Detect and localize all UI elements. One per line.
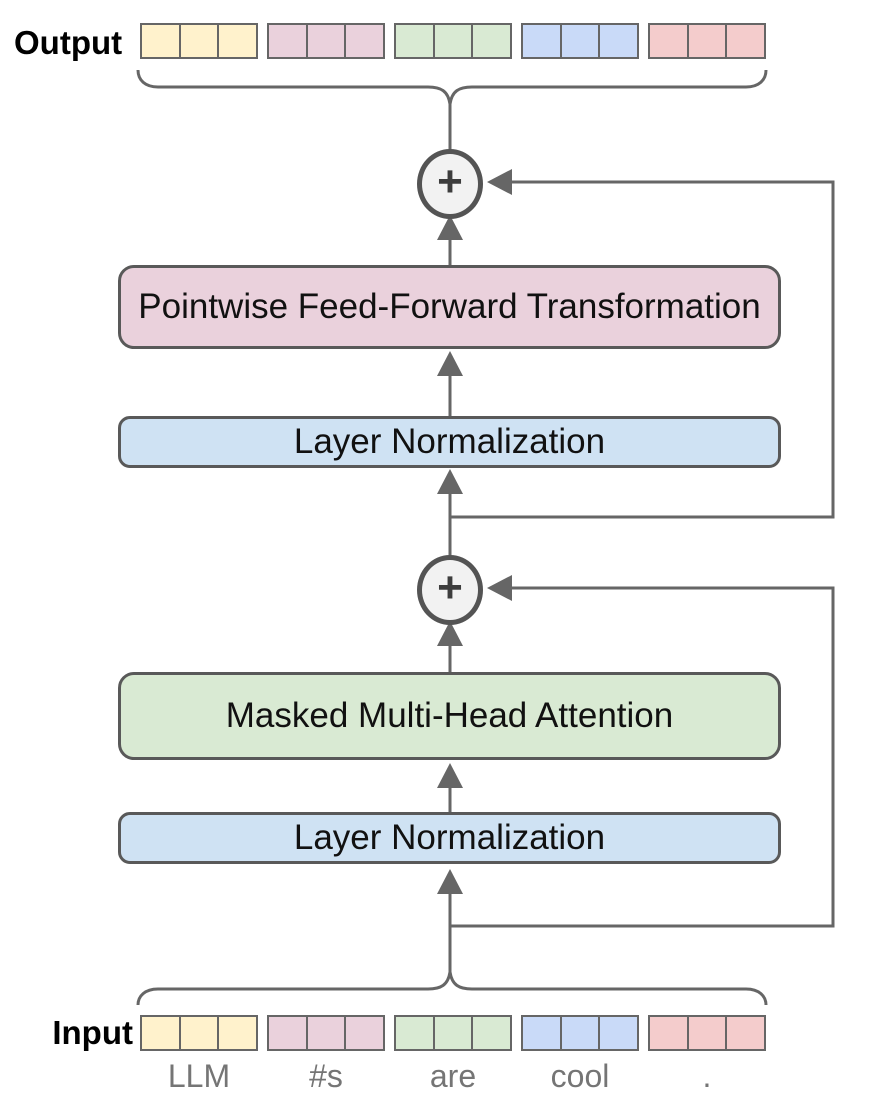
input-token-row	[140, 1015, 768, 1051]
residual-skip-bottom	[450, 586, 835, 928]
residual-add-bottom-icon: +	[417, 555, 483, 625]
feed-forward-block: Pointwise Feed-Forward Transformation	[118, 265, 781, 349]
token-cell	[142, 25, 179, 57]
layer-norm-bottom-label: Layer Normalization	[293, 818, 606, 857]
token-cell	[650, 1017, 687, 1049]
layer-norm-top-block: Layer Normalization	[118, 416, 781, 468]
output-brace	[136, 69, 768, 105]
input-word: #s	[309, 1058, 343, 1094]
wire-arrowheads	[437, 169, 512, 894]
token-cell	[650, 25, 687, 57]
token-cell	[305, 25, 345, 57]
input-word: .	[702, 1058, 712, 1094]
token-cell	[559, 25, 599, 57]
token-cell	[725, 25, 764, 57]
output-token-group-yellow	[140, 23, 258, 59]
input-word: LLM	[167, 1058, 231, 1094]
arrowhead-into-ln1	[437, 469, 463, 494]
token-cell	[269, 1017, 306, 1049]
arrowhead-into-ffn	[437, 351, 463, 376]
token-cell	[432, 1017, 472, 1049]
input-word: are	[429, 1058, 477, 1094]
input-words-row: LLM #s are cool .	[140, 1058, 768, 1095]
input-word: cool	[550, 1058, 610, 1094]
arrowhead-skip-top	[487, 169, 512, 195]
token-cell	[217, 25, 256, 57]
token-cell	[269, 25, 306, 57]
token-cell	[178, 25, 218, 57]
token-cell	[523, 1017, 560, 1049]
token-cell	[598, 1017, 637, 1049]
token-cell	[686, 25, 726, 57]
masked-attention-label: Masked Multi-Head Attention	[225, 696, 674, 735]
input-label: Input	[52, 1014, 133, 1051]
output-token-group-red	[648, 23, 766, 59]
layer-norm-top-label: Layer Normalization	[293, 422, 606, 461]
token-cell	[305, 1017, 345, 1049]
arrowhead-into-ln2	[437, 869, 463, 894]
input-token-group-pink	[267, 1015, 385, 1051]
output-token-group-blue	[521, 23, 639, 59]
token-cell	[598, 25, 637, 57]
output-label: Output	[14, 24, 123, 61]
input-brace	[136, 971, 768, 1006]
masked-attention-block: Masked Multi-Head Attention	[118, 672, 781, 760]
output-token-group-pink	[267, 23, 385, 59]
token-cell	[396, 25, 433, 57]
input-token-group-red	[648, 1015, 766, 1051]
output-token-row	[140, 23, 768, 59]
token-cell	[178, 1017, 218, 1049]
feed-forward-label: Pointwise Feed-Forward Transformation	[138, 287, 761, 326]
input-token-group-yellow	[140, 1015, 258, 1051]
token-cell	[471, 1017, 510, 1049]
arrowhead-into-add2	[437, 621, 463, 646]
token-cell	[559, 1017, 599, 1049]
token-cell	[142, 1017, 179, 1049]
token-cell	[344, 25, 383, 57]
token-cell	[396, 1017, 433, 1049]
token-cell	[217, 1017, 256, 1049]
arrowhead-into-add1	[437, 215, 463, 240]
arrowhead-into-attn	[437, 763, 463, 788]
token-cell	[432, 25, 472, 57]
token-cell	[523, 25, 560, 57]
wire-lines	[136, 69, 835, 1006]
input-token-group-blue	[521, 1015, 639, 1051]
residual-add-top-icon: +	[417, 149, 483, 219]
token-cell	[686, 1017, 726, 1049]
token-cell	[471, 25, 510, 57]
residual-skip-top	[450, 180, 835, 519]
token-cell	[725, 1017, 764, 1049]
arrowhead-skip-bottom	[487, 575, 512, 601]
output-token-group-green	[394, 23, 512, 59]
layer-norm-bottom-block: Layer Normalization	[118, 812, 781, 864]
input-token-group-green	[394, 1015, 512, 1051]
token-cell	[344, 1017, 383, 1049]
